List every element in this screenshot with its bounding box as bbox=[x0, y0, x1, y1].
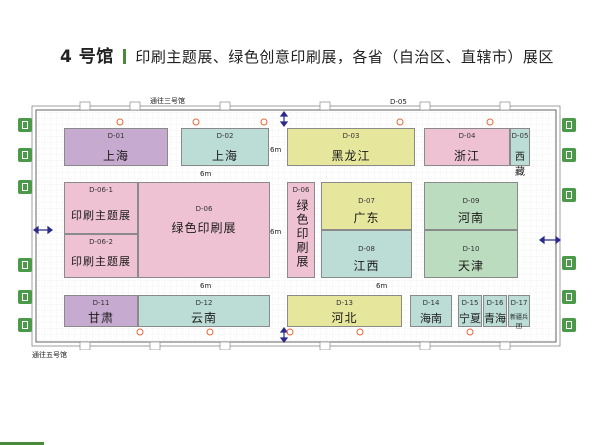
aisle-width: 6m bbox=[270, 228, 282, 236]
booth-d02[interactable]: D-02 上海 bbox=[181, 128, 269, 166]
booth-code: D-04 bbox=[458, 132, 476, 140]
aisle-code-top: D-05 bbox=[390, 98, 407, 106]
booth-code: D-05 bbox=[511, 132, 529, 140]
booth-d03[interactable]: D-03 黑龙江 bbox=[287, 128, 415, 166]
restroom-icon bbox=[18, 290, 32, 304]
hall-number: 4 号馆 bbox=[60, 47, 114, 67]
booth-d10[interactable]: D-10 天津 bbox=[424, 230, 518, 278]
booth-name: 河南 bbox=[457, 211, 484, 225]
title-divider bbox=[123, 49, 127, 64]
booth-code: D-06 bbox=[292, 186, 310, 194]
booth-d07[interactable]: D-07 广东 bbox=[321, 182, 412, 230]
booth-name: 河北 bbox=[331, 311, 358, 325]
booth-code: D-03 bbox=[342, 132, 360, 140]
booth-name: 天津 bbox=[457, 259, 484, 273]
booth-name: 海南 bbox=[420, 312, 442, 325]
booth-code: D-11 bbox=[92, 299, 110, 307]
booth-code: D-06-1 bbox=[89, 186, 113, 194]
stairs-icon bbox=[562, 188, 576, 202]
booth-name: 甘肃 bbox=[87, 311, 114, 325]
booth-code: D-10 bbox=[462, 245, 480, 253]
exit-door-icon bbox=[18, 118, 32, 132]
aisle-width: 6m bbox=[270, 146, 282, 154]
booth-name: 绿色印刷展 bbox=[295, 199, 309, 269]
booth-code: D-16 bbox=[486, 299, 504, 307]
booth-name: 绿色印刷展 bbox=[171, 221, 237, 235]
booth-code: D-06-2 bbox=[89, 238, 113, 246]
booth-d06-2[interactable]: D-06-2 印刷主题展 bbox=[64, 234, 138, 278]
booth-code: D-06 bbox=[195, 205, 213, 213]
booth-name: 云南 bbox=[190, 311, 217, 325]
booth-code: D-12 bbox=[195, 299, 213, 307]
page-title: 4 号馆 印刷主题展、绿色创意印刷展，各省（自治区、直辖市）展区 bbox=[60, 42, 554, 67]
booth-code: D-13 bbox=[336, 299, 353, 307]
to-hall5-label: 通往五号馆 bbox=[32, 351, 67, 359]
booth-name: 西藏 bbox=[515, 152, 525, 178]
booth-d05[interactable]: D-05 西藏 bbox=[510, 128, 530, 178]
booth-code: D-17 bbox=[510, 299, 528, 307]
booth-d13[interactable]: D-13 河北 bbox=[287, 295, 402, 327]
booth-d04[interactable]: D-04 浙江 bbox=[424, 128, 510, 166]
booth-d17[interactable]: D-17 新疆兵团 bbox=[508, 295, 530, 330]
exit-door-icon bbox=[562, 318, 576, 332]
booth-code: D-15 bbox=[461, 299, 479, 307]
booth-name: 印刷主题展 bbox=[71, 255, 131, 268]
exit-door-icon bbox=[18, 180, 32, 194]
booth-d14[interactable]: D-14 海南 bbox=[410, 295, 452, 327]
booth-d06-main[interactable]: D-06 绿色印刷展 bbox=[138, 182, 270, 278]
aisle-width: 6m bbox=[200, 170, 212, 178]
booth-name: 江西 bbox=[353, 259, 380, 273]
restroom-icon bbox=[562, 290, 576, 304]
aisle-width: 6m bbox=[200, 282, 212, 290]
booth-code: D-02 bbox=[216, 132, 234, 140]
booth-d06-vertical[interactable]: D-06 绿色印刷展 bbox=[287, 182, 315, 278]
exit-door-icon bbox=[18, 318, 32, 332]
hall-subtitle: 印刷主题展、绿色创意印刷展，各省（自治区、直辖市）展区 bbox=[135, 48, 554, 66]
booth-d16[interactable]: D-16 青海 bbox=[483, 295, 507, 327]
restroom-icon bbox=[562, 148, 576, 162]
booth-code: D-14 bbox=[422, 299, 440, 307]
booth-d12[interactable]: D-12 云南 bbox=[138, 295, 270, 327]
booth-code: D-09 bbox=[462, 197, 480, 205]
booth-name: 上海 bbox=[211, 149, 238, 163]
booth-d06-1[interactable]: D-06-1 印刷主题展 bbox=[64, 182, 138, 234]
footer-accent-bar bbox=[0, 442, 44, 445]
booth-code: D-01 bbox=[107, 132, 125, 140]
booth-code: D-08 bbox=[358, 245, 375, 253]
stairs-icon bbox=[562, 256, 576, 270]
booth-d09[interactable]: D-09 河南 bbox=[424, 182, 518, 230]
exit-door-icon bbox=[18, 258, 32, 272]
restroom-icon bbox=[18, 148, 32, 162]
booth-d01[interactable]: D-01 上海 bbox=[64, 128, 168, 166]
booth-name: 印刷主题展 bbox=[71, 209, 131, 222]
booth-name: 广东 bbox=[353, 211, 380, 225]
booth-name: 浙江 bbox=[453, 149, 480, 163]
aisle-width: 6m bbox=[376, 282, 388, 290]
booth-name: 青海 bbox=[484, 312, 506, 325]
exit-door-icon bbox=[562, 118, 576, 132]
booth-d08[interactable]: D-08 江西 bbox=[321, 230, 412, 278]
booth-name: 黑龙江 bbox=[331, 149, 371, 163]
booth-name: 宁夏 bbox=[459, 312, 481, 325]
booth-name: 新疆兵团 bbox=[509, 314, 528, 330]
to-hall3-label: 通往三号馆 bbox=[150, 97, 185, 105]
booth-d15[interactable]: D-15 宁夏 bbox=[458, 295, 482, 327]
booth-code: D-07 bbox=[358, 197, 375, 205]
booth-d11[interactable]: D-11 甘肃 bbox=[64, 295, 138, 327]
booth-name: 上海 bbox=[102, 149, 129, 163]
